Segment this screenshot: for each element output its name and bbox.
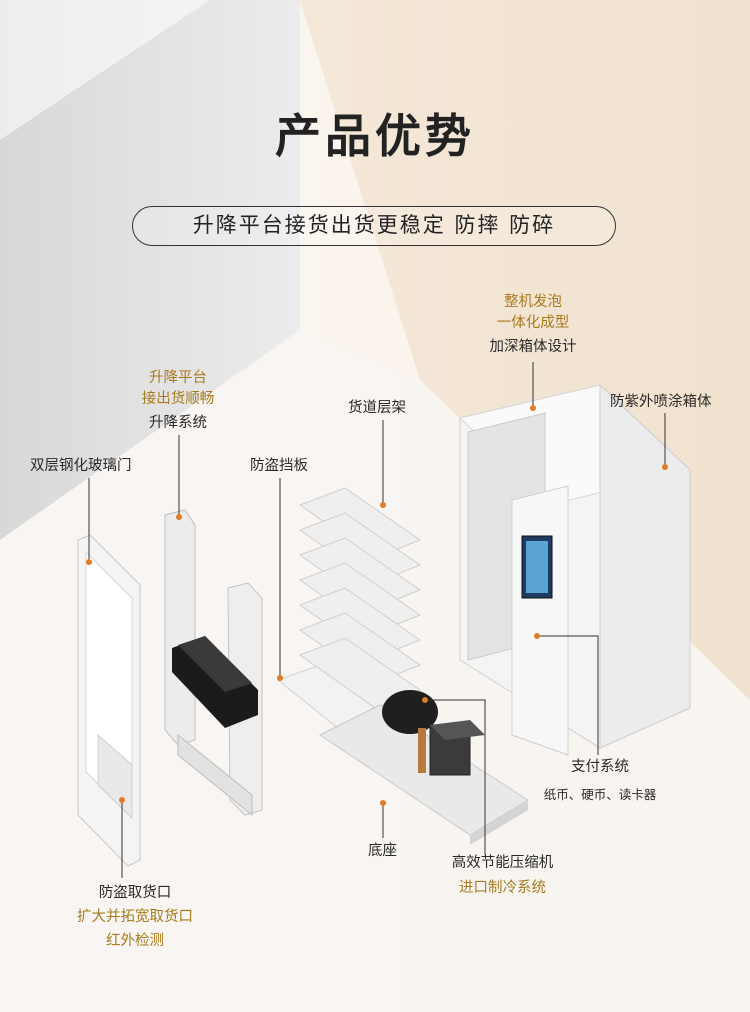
payment-line2: 纸币、硬币、读卡器 bbox=[543, 787, 657, 802]
foam-label: 整机发泡 一体化成型 加深箱体设计 bbox=[468, 292, 598, 358]
lift-line2: 接出货顺畅 bbox=[141, 391, 215, 407]
foam-line3: 加深箱体设计 bbox=[489, 339, 577, 355]
compressor-line2: 进口制冷系统 bbox=[459, 880, 546, 896]
payment-line1: 支付系统 bbox=[571, 759, 629, 775]
pickup-line1: 防盗取货口 bbox=[98, 885, 172, 901]
compressor-label: 高效节能压缩机 进口制冷系统 bbox=[430, 853, 575, 899]
shelf-label: 货道层架 bbox=[348, 400, 406, 416]
compressor-line1: 高效节能压缩机 bbox=[451, 855, 554, 871]
foam-line1: 整机发泡 bbox=[504, 294, 562, 310]
lift-line1: 升降平台 bbox=[149, 370, 207, 386]
anti-theft-board-label: 防盗挡板 bbox=[250, 458, 308, 474]
base-label: 底座 bbox=[368, 843, 397, 859]
foam-line2: 一体化成型 bbox=[496, 315, 570, 331]
payment-label: 支付系统 纸币、硬币、读卡器 bbox=[530, 757, 670, 805]
subtitle-pill: 升降平台接货出货更稳定 防摔 防碎 bbox=[132, 206, 616, 246]
pickup-line2: 扩大并拓宽取货口 bbox=[77, 909, 193, 925]
lift-line3: 升降系统 bbox=[149, 415, 207, 431]
uv-coating-label: 防紫外喷涂箱体 bbox=[610, 394, 712, 410]
pickup-line3: 红外检测 bbox=[106, 933, 164, 949]
pickup-label: 防盗取货口 扩大并拓宽取货口 红外检测 bbox=[60, 883, 210, 952]
glass-door-label: 双层钢化玻璃门 bbox=[30, 458, 132, 474]
lift-label: 升降平台 接出货顺畅 升降系统 bbox=[118, 368, 238, 434]
page-title: 产品优势 bbox=[275, 109, 475, 163]
